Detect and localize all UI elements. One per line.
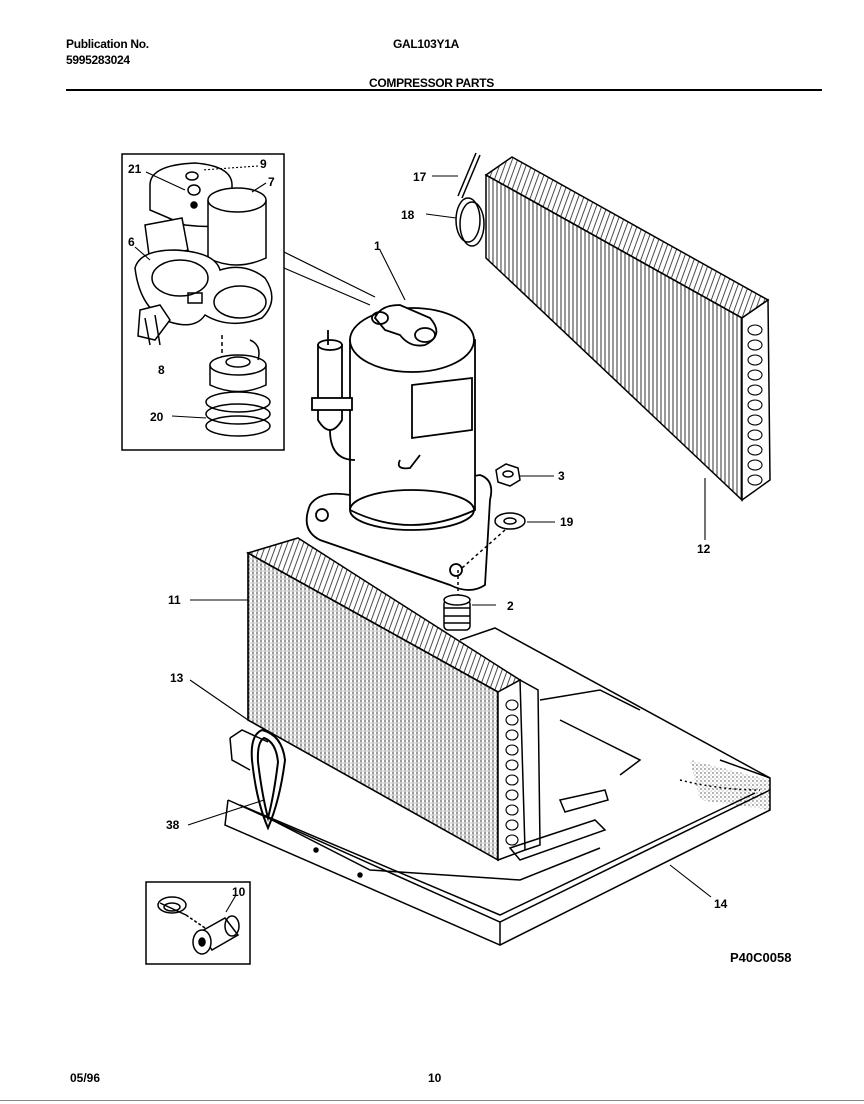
drawing-code: P40C0058 [730, 950, 791, 965]
callout-18: 18 [401, 208, 415, 222]
header-rule [66, 89, 822, 91]
callout-3: 3 [558, 469, 565, 483]
callout-14: 14 [714, 897, 728, 911]
callout-9: 9 [260, 157, 267, 171]
callout-1: 1 [374, 239, 381, 253]
terminal-parts-inset [121, 153, 285, 451]
base-pan [224, 627, 771, 946]
callout-38: 38 [166, 818, 180, 832]
callout-11: 11 [168, 593, 181, 607]
callout-10: 10 [232, 885, 246, 899]
grommet [443, 570, 471, 631]
publication-label: Publication No. [66, 37, 149, 51]
callout-21: 21 [128, 162, 142, 176]
strap [250, 728, 287, 831]
callout-2: 2 [507, 599, 514, 613]
footer-page-number: 10 [428, 1071, 442, 1085]
callout-17: 17 [413, 170, 427, 184]
callout-7: 7 [268, 175, 275, 189]
publication-number: 5995283024 [66, 53, 130, 67]
callout-13: 13 [170, 671, 184, 685]
callout-8: 8 [158, 363, 165, 377]
footer-date: 05/96 [70, 1071, 101, 1085]
evaporator-coil [246, 537, 541, 862]
leader-lines [134, 165, 712, 913]
footer-rule [0, 1100, 864, 1101]
callout-12: 12 [697, 542, 711, 556]
capacitor-inset [145, 881, 251, 965]
callout-6: 6 [128, 235, 135, 249]
section-title: COMPRESSOR PARTS [369, 76, 494, 90]
callout-20: 20 [150, 410, 164, 424]
callout-19: 19 [560, 515, 574, 529]
capillary-tube [455, 152, 485, 247]
nut-and-washer [461, 463, 526, 569]
compressor [305, 304, 493, 591]
model-number: GAL103Y1A [393, 37, 459, 51]
condenser-coil [484, 156, 771, 502]
